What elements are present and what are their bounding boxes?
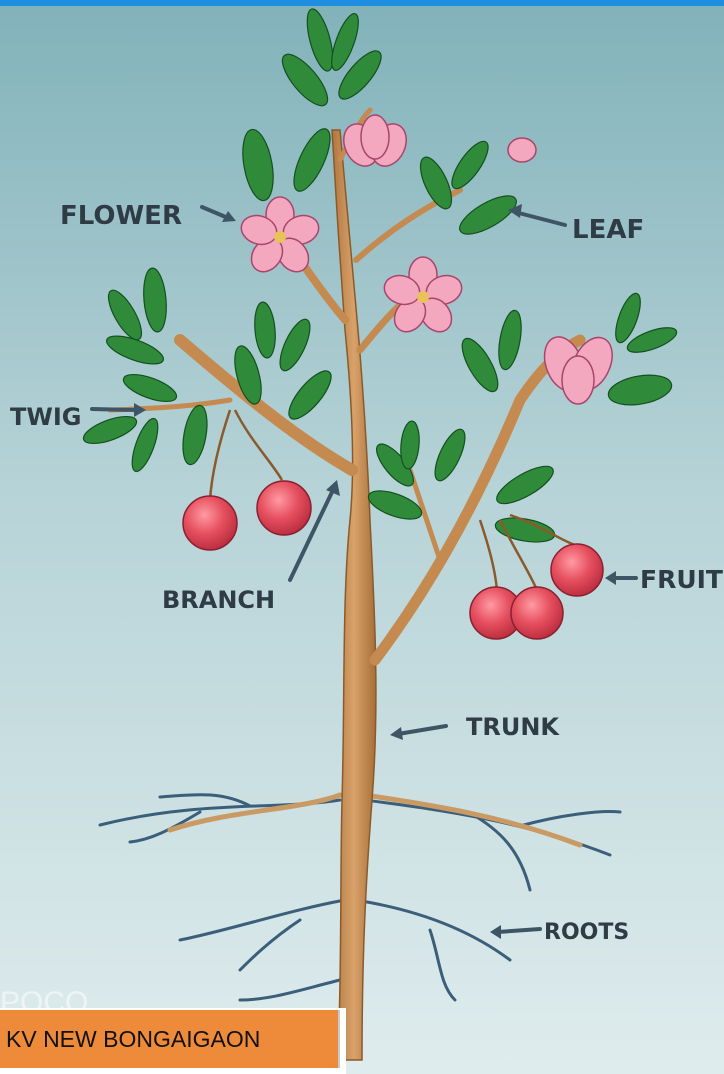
label-trunk: TRUNK (466, 713, 560, 741)
label-twig: TWIG (10, 403, 81, 431)
label-branch: BRANCH (162, 586, 275, 614)
label-roots: ROOTS (544, 920, 629, 945)
label-flower: FLOWER (60, 201, 182, 231)
caption-banner: KV NEW BONGAIGAON (0, 1008, 346, 1074)
caption-text: KV NEW BONGAIGAON (0, 1010, 340, 1068)
label-leaf: LEAF (572, 215, 644, 245)
label-fruit: FRUIT (640, 565, 723, 594)
